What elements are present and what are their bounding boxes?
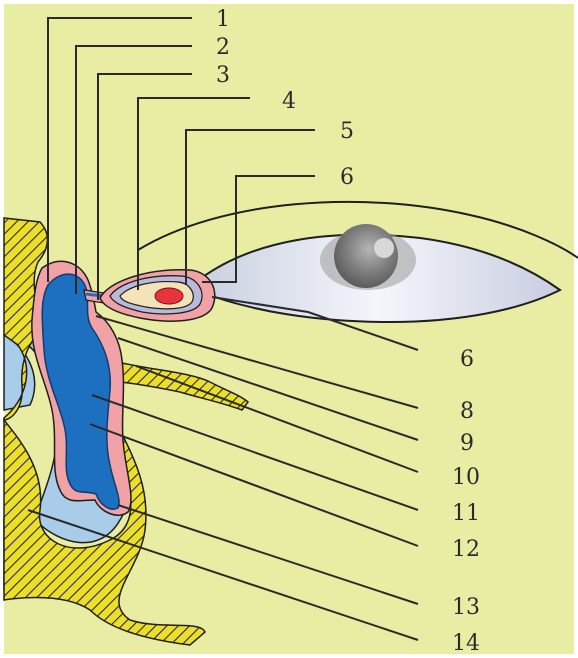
label-11: 11 (452, 501, 480, 526)
label-13: 13 (452, 595, 480, 620)
label-3: 3 (216, 63, 230, 88)
label-8: 8 (460, 399, 474, 424)
lacrimal-punctum (155, 288, 183, 304)
pupil-highlight (374, 238, 394, 258)
label-12: 12 (452, 537, 480, 562)
label-2: 2 (216, 35, 230, 60)
label-4: 4 (282, 89, 296, 114)
label-14: 14 (452, 631, 480, 656)
label-10: 10 (452, 465, 480, 490)
label-1: 1 (216, 7, 230, 32)
label-9: 9 (460, 431, 474, 456)
label-5: 5 (340, 119, 354, 144)
label-6-lower: 6 (460, 347, 474, 372)
label-6-upper: 6 (340, 165, 354, 190)
